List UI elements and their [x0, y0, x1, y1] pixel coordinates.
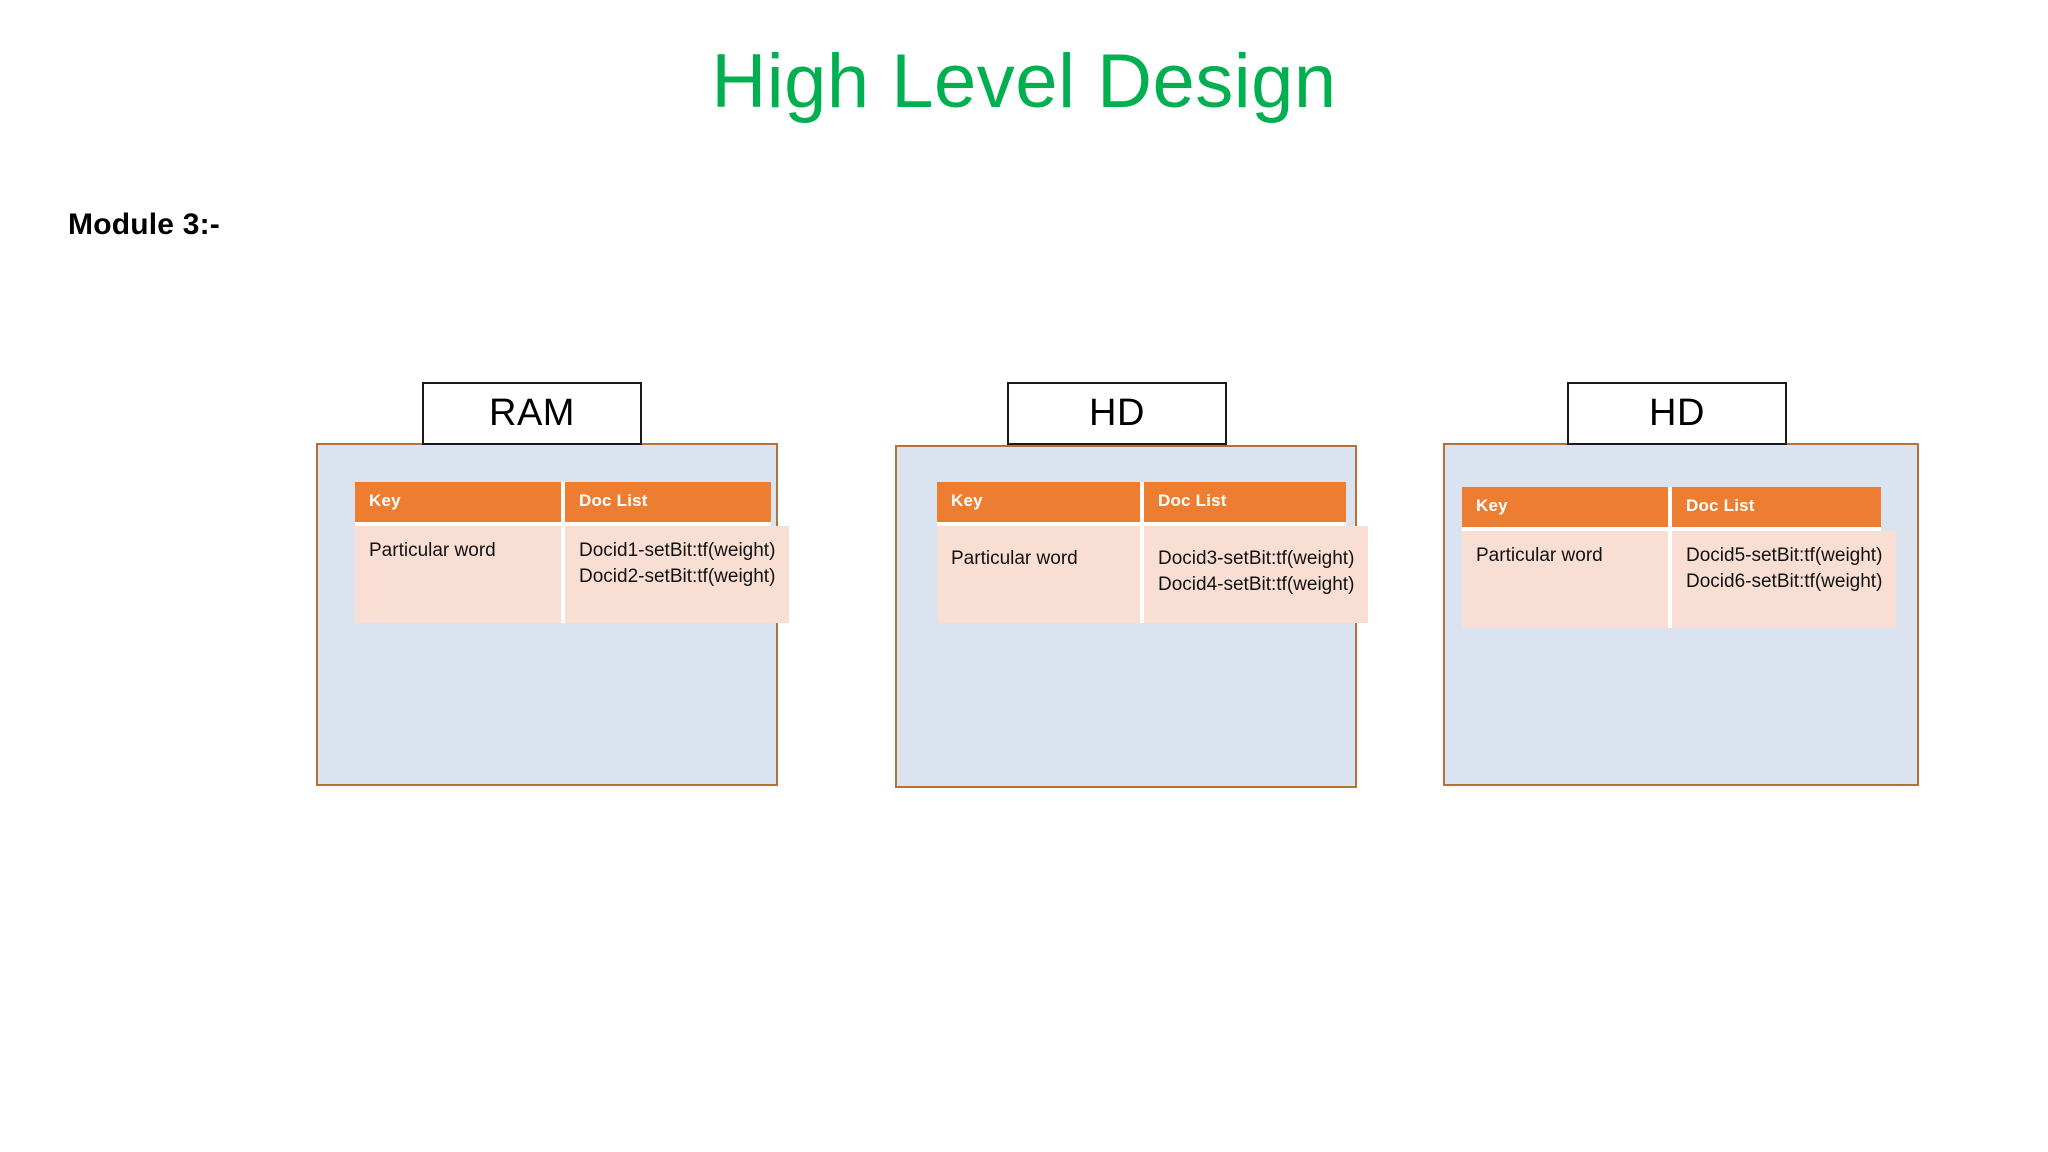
cell-doclist-1: Docid1-setBit:tf(weight) Docid2-setBit:t…	[565, 526, 790, 623]
table-header-row-2: Key Doc List	[937, 482, 1346, 522]
table-row-3: Particular word Docid5-setBit:tf(weight)…	[1462, 531, 1897, 628]
doc-entry: Docid3-setBit:tf(weight)	[1158, 548, 1355, 569]
table-header-row-3: Key Doc List	[1462, 487, 1881, 527]
device-label-2: HD	[1007, 382, 1227, 445]
table-header-row-1: Key Doc List	[355, 482, 771, 522]
doc-entry: Docid1-setBit:tf(weight)	[579, 540, 776, 561]
page-title: High Level Design	[711, 39, 1337, 124]
device-label-text-1: RAM	[489, 392, 575, 434]
cell-key-3: Particular word	[1462, 531, 1668, 628]
column-header-doclist-1: Doc List	[565, 482, 771, 522]
module-caption: Module 3:-	[68, 208, 220, 241]
table-row-2: Particular word Docid3-setBit:tf(weight)…	[937, 526, 1369, 623]
device-label-1: RAM	[422, 382, 642, 445]
column-header-key-2: Key	[937, 482, 1140, 522]
doc-entry: Docid2-setBit:tf(weight)	[579, 566, 776, 588]
device-label-text-3: HD	[1649, 392, 1705, 434]
column-header-key-3: Key	[1462, 487, 1668, 527]
index-table-3: Key Doc List Particular word Docid5-setB…	[1462, 487, 1897, 628]
doc-entry: Docid5-setBit:tf(weight)	[1686, 545, 1883, 566]
doc-entry: Docid6-setBit:tf(weight)	[1686, 571, 1883, 593]
column-header-doclist-2: Doc List	[1144, 482, 1346, 522]
index-table-2: Key Doc List Particular word Docid3-setB…	[937, 482, 1369, 623]
column-header-key-1: Key	[355, 482, 561, 522]
index-table-1: Key Doc List Particular word Docid1-setB…	[355, 482, 790, 623]
device-label-3: HD	[1567, 382, 1787, 445]
doc-entry: Docid4-setBit:tf(weight)	[1158, 574, 1355, 596]
column-header-doclist-3: Doc List	[1672, 487, 1881, 527]
cell-key-2: Particular word	[937, 526, 1140, 623]
cell-doclist-2: Docid3-setBit:tf(weight) Docid4-setBit:t…	[1144, 526, 1369, 623]
table-row-1: Particular word Docid1-setBit:tf(weight)…	[355, 526, 790, 623]
cell-key-1: Particular word	[355, 526, 561, 623]
device-label-text-2: HD	[1089, 392, 1145, 434]
cell-doclist-3: Docid5-setBit:tf(weight) Docid6-setBit:t…	[1672, 531, 1897, 628]
